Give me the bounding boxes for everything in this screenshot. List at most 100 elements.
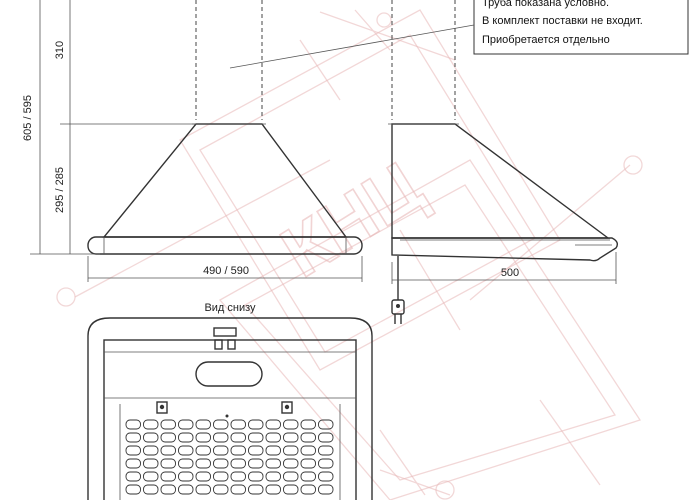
filter-slot bbox=[300, 432, 316, 443]
filter-slot bbox=[318, 471, 334, 482]
front-view bbox=[87, 0, 363, 255]
filter-slot bbox=[160, 432, 176, 443]
filter-slot bbox=[300, 484, 316, 495]
filter-slot bbox=[160, 458, 176, 469]
filter-slot bbox=[265, 484, 281, 495]
filter-slot bbox=[143, 432, 159, 443]
filter-slot bbox=[178, 471, 194, 482]
filter-slot bbox=[178, 484, 194, 495]
filter-slot bbox=[125, 419, 141, 430]
note-line-1: Труба показана условно. bbox=[482, 0, 609, 9]
filter-slot bbox=[213, 458, 229, 469]
filter-slot bbox=[230, 445, 246, 456]
filter-slot bbox=[195, 484, 211, 495]
control-panel bbox=[213, 327, 237, 337]
filter-slot bbox=[265, 458, 281, 469]
filter-slot bbox=[143, 445, 159, 456]
filter-slot bbox=[125, 458, 141, 469]
filter-slot bbox=[300, 419, 316, 430]
filter-slot bbox=[160, 484, 176, 495]
filter-slot bbox=[318, 445, 334, 456]
filter-slot bbox=[213, 484, 229, 495]
note-box: Труба показана условно. В комплект поста… bbox=[229, 0, 689, 69]
filter-slot bbox=[125, 445, 141, 456]
filter-slot bbox=[230, 432, 246, 443]
filter-slot bbox=[248, 484, 264, 495]
filter-slot bbox=[143, 419, 159, 430]
filter-slot bbox=[283, 458, 299, 469]
filter-slot bbox=[230, 484, 246, 495]
filter-slot bbox=[283, 484, 299, 495]
filter-slot bbox=[160, 471, 176, 482]
dim-width-front: 490 / 590 bbox=[203, 265, 249, 277]
filter-slot bbox=[300, 445, 316, 456]
filter-slot bbox=[213, 419, 229, 430]
filter-slot bbox=[195, 458, 211, 469]
watermark-pin-lines bbox=[74, 9, 631, 496]
vertical-dimensions: 605 / 595 310 295 / 285 bbox=[22, 0, 196, 255]
filter-slot bbox=[195, 445, 211, 456]
filter-clip-right bbox=[281, 401, 293, 414]
dim-height-total: 605 / 595 bbox=[22, 95, 34, 141]
side-depth-dimension: 500 bbox=[391, 252, 617, 284]
note-line-3: Приобретается отдельно bbox=[482, 34, 610, 46]
power-plug-icon bbox=[391, 299, 405, 324]
bottom-view bbox=[87, 317, 373, 500]
filter-slot bbox=[160, 445, 176, 456]
filter-slot bbox=[125, 484, 141, 495]
watermark-circles bbox=[56, 12, 643, 500]
filter-slot bbox=[318, 484, 334, 495]
filter-slot bbox=[178, 419, 194, 430]
filter-slot bbox=[178, 432, 194, 443]
filter-slot bbox=[265, 445, 281, 456]
control-button-right bbox=[227, 339, 236, 350]
filter-slot bbox=[230, 419, 246, 430]
front-base-panel bbox=[87, 236, 363, 255]
bottom-outer-frame bbox=[87, 317, 373, 500]
filter-slot bbox=[143, 484, 159, 495]
grease-filter-grid bbox=[125, 419, 334, 495]
filter-slot bbox=[178, 458, 194, 469]
filter-slot bbox=[318, 458, 334, 469]
filter-slot bbox=[283, 419, 299, 430]
filter-slot bbox=[178, 445, 194, 456]
filter-clip-left bbox=[156, 401, 168, 414]
side-base-panel bbox=[391, 237, 619, 262]
note-leader bbox=[229, 24, 475, 69]
filter-slot bbox=[265, 419, 281, 430]
dim-depth-side: 500 bbox=[501, 267, 519, 279]
filter-slot bbox=[248, 471, 264, 482]
filter-slot bbox=[125, 471, 141, 482]
lamp-icon bbox=[195, 361, 263, 387]
filter-slot bbox=[265, 432, 281, 443]
filter-slot bbox=[283, 445, 299, 456]
bottom-view-label: Вид снизу bbox=[204, 302, 256, 314]
note-line-2: В комплект поставки не входит. bbox=[482, 15, 643, 27]
filter-slot bbox=[248, 458, 264, 469]
watermark-text: КНЦ bbox=[268, 146, 437, 293]
watermark: КНЦ bbox=[56, 9, 643, 500]
filter-slot bbox=[143, 458, 159, 469]
filter-slot bbox=[283, 432, 299, 443]
filter-slot bbox=[265, 471, 281, 482]
dim-height-pipe: 310 bbox=[54, 41, 66, 59]
filter-slot bbox=[230, 458, 246, 469]
side-view bbox=[388, 0, 619, 324]
filter-slot bbox=[160, 419, 176, 430]
filter-slot bbox=[318, 432, 334, 443]
filter-slot bbox=[195, 432, 211, 443]
dim-height-body: 295 / 285 bbox=[54, 167, 66, 213]
filter-slot bbox=[248, 419, 264, 430]
filter-slot bbox=[125, 432, 141, 443]
filter-slot bbox=[213, 471, 229, 482]
filter-slot bbox=[195, 471, 211, 482]
front-width-dimension: 490 / 590 bbox=[87, 256, 363, 282]
filter-slot bbox=[230, 471, 246, 482]
filter-slot bbox=[283, 471, 299, 482]
filter-slot bbox=[248, 445, 264, 456]
filter-slot bbox=[143, 471, 159, 482]
filter-slot bbox=[300, 471, 316, 482]
filter-slot bbox=[318, 419, 334, 430]
filter-slot bbox=[300, 458, 316, 469]
